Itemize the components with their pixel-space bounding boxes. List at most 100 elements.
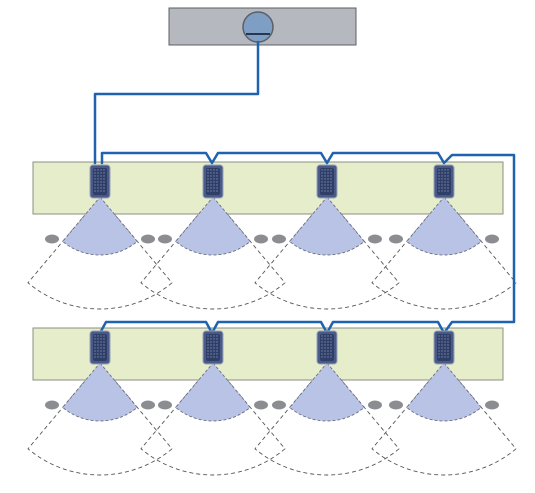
mic-grille-dot [447,338,449,340]
mic-grille-dot [213,187,215,189]
mic-grille-dot [103,190,105,192]
mic-grille-dot [321,187,323,189]
mic-grille-dot [330,190,332,192]
mic-grille-dot [327,353,329,355]
mic-grille-dot [327,184,329,186]
mic-grille-dot [447,172,449,174]
mic-grille-dot [327,175,329,177]
mic-grille-dot [100,184,102,186]
mic-grille-dot [213,338,215,340]
mic-grille-dot [438,356,440,358]
coverage-range-arc [27,362,173,476]
mic-grille-dot [327,350,329,352]
chair-icon [389,234,403,244]
mic-grille-dot [94,335,96,337]
chair-icon [45,400,59,410]
cables [93,40,516,335]
row1-chain-cable [100,151,516,335]
mic-grille-dot [327,178,329,180]
mic-grille-dot [444,172,446,174]
mic-grille-dot [447,190,449,192]
mic-grille-dot [441,169,443,171]
mic-grille-dot [324,178,326,180]
mic-grille-dot [330,172,332,174]
mic-grille-dot [321,356,323,358]
mic-grille-dot [213,172,215,174]
mic-grille-dot [216,356,218,358]
mic-grille-dot [330,356,332,358]
mic-grille-dot [324,341,326,343]
mic-grille-dot [321,353,323,355]
mic-grille-dot [324,356,326,358]
mic-grille-dot [327,169,329,171]
mic-grille-dot [210,353,212,355]
mic-grille-dot [97,169,99,171]
mic-grille-dot [97,353,99,355]
mic-grille-dot [444,187,446,189]
mic-grille-dot [438,178,440,180]
tables [32,161,504,381]
chair-icon [485,234,499,244]
mic-grille-dot [441,178,443,180]
mic-grille-dot [100,175,102,177]
mic-grille-dot [324,344,326,346]
microphone-2-2 [202,330,224,365]
mic-grille-dot [321,350,323,352]
mic-grille-dot [103,344,105,346]
mic-grille-dot [94,184,96,186]
mic-grille-dot [330,347,332,349]
mic-grille-dot [321,172,323,174]
mic-grille-dot [444,178,446,180]
mic-grille-dot [444,190,446,192]
mic-grille-dot [447,175,449,177]
mic-grille-dot [327,344,329,346]
mic-grille-dot [100,353,102,355]
mic-grille-dot [97,341,99,343]
mic-grille-dot [441,347,443,349]
mic-grille-dot [324,184,326,186]
mic-grille-dot [321,335,323,337]
mic-grille-dot [327,341,329,343]
mic-grille-dot [447,169,449,171]
mic-grille-dot [444,175,446,177]
mic-grille-dot [441,172,443,174]
coverage-range-arc [27,196,173,310]
mic-grille-dot [447,187,449,189]
mic-grille-dot [100,169,102,171]
mic-grille-dot [213,175,215,177]
mic-grille-dot [444,350,446,352]
table-row-2 [32,327,504,381]
mic-grille-dot [210,184,212,186]
mic-grille-dot [327,335,329,337]
mic-grille-dot [97,172,99,174]
mic-grille-dot [210,341,212,343]
microphone-1-1 [89,164,111,199]
chair-icon [158,400,172,410]
mic-grille-dot [444,341,446,343]
coverage-range-arc [371,196,517,310]
ceiling-controller [168,7,357,46]
mic-grille-dot [97,184,99,186]
mic-grille-dot [324,350,326,352]
mic-grille-dot [103,338,105,340]
mic-grille-dot [210,338,212,340]
mic-grille-dot [94,178,96,180]
mic-grille-dot [207,187,209,189]
chair-icon [254,234,268,244]
mic-grille-dot [327,347,329,349]
mic-grille-dot [441,335,443,337]
mic-grille-dot [216,347,218,349]
mic-grille-dot [438,175,440,177]
mic-grille-dot [210,169,212,171]
mic-grille-dot [97,190,99,192]
mic-grille-dot [213,344,215,346]
mic-grille-dot [438,184,440,186]
mic-grille-dot [97,178,99,180]
coverage-range-arc [254,362,400,476]
mic-grille-dot [103,169,105,171]
mic-grille-dot [324,338,326,340]
mic-grille-dot [213,350,215,352]
mic-grille-dot [103,172,105,174]
mic-grille-dot [94,169,96,171]
mic-grille-dot [103,187,105,189]
